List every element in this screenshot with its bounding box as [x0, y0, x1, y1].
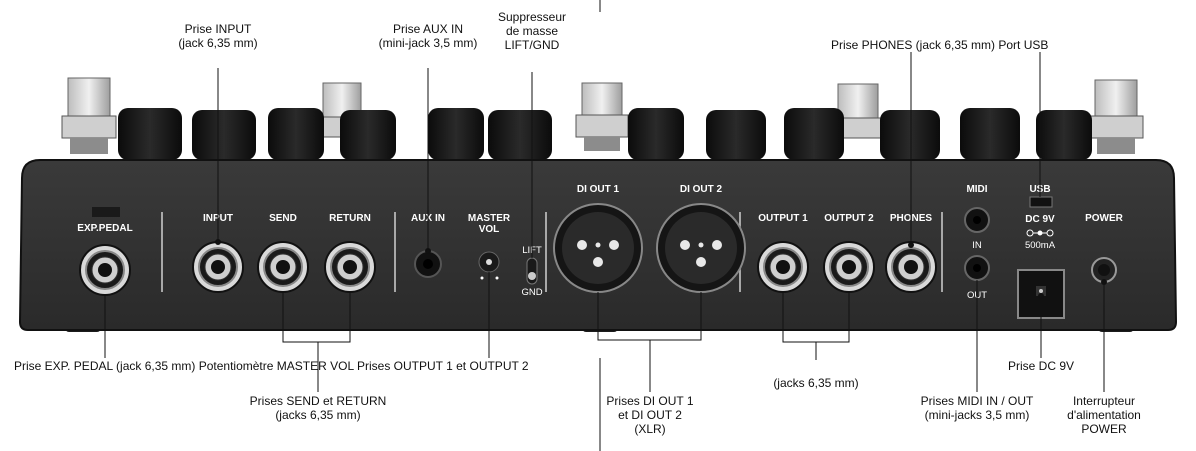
exp-pedal-tab — [92, 207, 120, 217]
master-vol-label: MASTER — [468, 213, 511, 224]
di-out-1-label: DI OUT 1 — [577, 184, 620, 195]
knob — [960, 108, 1020, 160]
return-label: RETURN — [329, 213, 371, 224]
send-label: SEND — [269, 213, 297, 224]
callout-bottom-row: Prise EXP. PEDAL (jack 6,35 mm) Potentio… — [14, 359, 529, 373]
output-2-label: OUTPUT 2 — [824, 213, 874, 224]
dc-polarity-icon — [1026, 229, 1054, 237]
footswitch — [831, 83, 885, 139]
knob — [1036, 110, 1092, 160]
knob — [784, 108, 844, 160]
footswitch — [575, 82, 629, 151]
callout-phones-usb: Prise PHONES (jack 6,35 mm) Port USB — [831, 38, 1049, 52]
ground-lift-switch — [526, 257, 538, 285]
leader-lines — [104, 0, 1107, 451]
output-1-label: OUTPUT 1 — [758, 213, 808, 224]
input-jack — [192, 241, 244, 293]
return-jack — [324, 241, 376, 293]
output-1-jack — [757, 241, 809, 293]
knob — [192, 110, 256, 160]
di-out-2-label: DI OUT 2 — [680, 184, 723, 195]
knob — [628, 108, 684, 160]
footswitch — [61, 77, 117, 154]
footswitch — [1088, 79, 1144, 154]
exp-pedal-label: EXP.PEDAL — [77, 223, 132, 234]
callout-aux-in: Prise AUX IN (mini-jack 3,5 mm) — [378, 22, 478, 50]
callout-dc: Prise DC 9V — [1007, 359, 1075, 373]
callout-input: Prise INPUT (jack 6,35 mm) — [178, 22, 258, 50]
midi-out-jack — [964, 255, 990, 281]
exp-pedal-jack — [79, 244, 131, 296]
callout-send-return: Prises SEND et RETURN (jacks 6,35 mm) — [249, 394, 387, 422]
send-jack — [257, 241, 309, 293]
knob — [706, 110, 766, 160]
output-2-jack — [823, 241, 875, 293]
midi-in-label: IN — [972, 240, 982, 251]
usb-port — [1029, 196, 1053, 208]
power-switch — [1091, 257, 1117, 283]
callout-ground-lift: Suppresseur de masse LIFT/GND — [497, 10, 567, 52]
dc-9v-label: DC 9V — [1025, 214, 1055, 225]
knob — [428, 108, 484, 160]
di-out-1-xlr — [553, 203, 643, 293]
callout-di-out: Prises DI OUT 1 et DI OUT 2 (XLR) — [606, 394, 694, 436]
midi-label: MIDI — [966, 184, 987, 195]
phones-jack — [885, 241, 937, 293]
callout-outputs-jacks: (jacks 6,35 mm) — [773, 376, 859, 390]
knob — [118, 108, 182, 160]
top-controls — [61, 77, 1144, 160]
di-out-2-xlr — [656, 203, 746, 293]
callout-power: Interrupteur d'alimentation POWER — [1067, 394, 1141, 436]
knob — [268, 108, 324, 160]
knob — [340, 110, 396, 160]
knob — [488, 110, 552, 160]
master-vol-label-2: VOL — [479, 224, 500, 235]
panel-dividers — [161, 212, 943, 292]
gnd-label: GND — [521, 287, 542, 298]
power-label: POWER — [1085, 213, 1124, 224]
callout-midi: Prises MIDI IN / OUT (mini-jacks 3,5 mm) — [920, 394, 1034, 422]
knob — [880, 110, 940, 160]
midi-in-jack — [964, 207, 990, 233]
aux-in-jack — [414, 250, 442, 278]
dc-ma-label: 500mA — [1025, 240, 1056, 251]
